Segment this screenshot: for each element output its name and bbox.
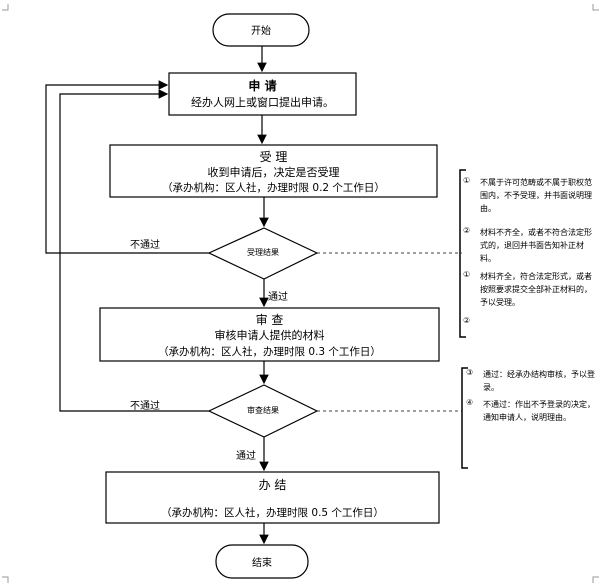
note1-item: ② 材料不齐全，或者不符合法定形式的，退回并书面告知补正材料。 xyxy=(463,226,597,270)
accept-desc: 收到申请后，决定是否受理 xyxy=(207,166,340,179)
note2-text: 通过：经承办结构审核，予以登录。 xyxy=(483,370,595,392)
apply-node: 申 请 经办人网上或窗口提出申请。 xyxy=(169,73,356,115)
review-desc: 审核申请人提供的材料 xyxy=(214,329,325,342)
finish-node: 办 结 （承办机构：区人社，办理时限 0.5 个工作日） xyxy=(106,472,439,523)
accept-agency: （承办机构：区人社，办理时限 0.2 个工作日） xyxy=(162,182,385,194)
note1-bracket xyxy=(459,169,466,338)
accept-decision-label: 受理结果 xyxy=(247,248,279,257)
note1-text: 材料齐全，符合法定形式，或者按照要求提交全部补正材料的，予以受理。 xyxy=(480,272,592,307)
apply-desc: 经办人网上或窗口提出申请。 xyxy=(191,96,334,109)
note1-item: ② xyxy=(463,316,471,325)
note1-item: ① 不属于许可范畴或不属于职权范围内，不予受理，并书面说明理由。 xyxy=(463,176,597,226)
note2-text: 不通过：作出不予登录的决定，通知申请人，说明理由。 xyxy=(483,400,595,422)
review-node: 审 查 审核申请人提供的材料 （承办机构：区人社，办理时限 0.3 个工作日） xyxy=(100,308,439,361)
finish-box xyxy=(105,471,440,524)
note1-item: ① 材料齐全，符合法定形式，或者按照要求提交全部补正材料的，予以受理。 xyxy=(463,270,597,316)
review-agency: （承办机构：区人社，办理时限 0.3 个工作日） xyxy=(158,346,381,358)
note2-bracket xyxy=(461,367,468,469)
end-label: 结束 xyxy=(252,558,272,569)
note2-panel: ③ 通过：经承办结构审核，予以登录。 ④ 不通过：作出不予登录的决定，通知申请人… xyxy=(466,368,598,442)
accept-title: 受 理 xyxy=(259,150,288,164)
fail-label-1: 不通过 xyxy=(130,240,160,251)
note1-panel: ① 不属于许可范畴或不属于职权范围内，不予受理，并书面说明理由。 ② 材料不齐全… xyxy=(463,176,597,330)
accept-node: 受 理 收到申请后，决定是否受理 （承办机构：区人社，办理时限 0.2 个工作日… xyxy=(110,145,437,197)
review-title: 审 查 xyxy=(255,313,284,327)
start-label: 开始 xyxy=(251,26,271,37)
end-terminal xyxy=(215,544,309,579)
note1-text: 不属于许可范畴或不属于职权范围内，不予受理，并书面说明理由。 xyxy=(480,178,592,213)
accept-box xyxy=(109,144,438,198)
note2-item: ④ 不通过：作出不予登录的决定，通知申请人，说明理由。 xyxy=(466,398,595,422)
note2-item: ③ 通过：经承办结构审核，予以登录。 xyxy=(466,368,595,392)
start-terminal xyxy=(212,13,310,47)
apply-title: 申 请 xyxy=(248,79,277,93)
pass-label-2: 通过 xyxy=(236,451,256,462)
fail-label-2: 不通过 xyxy=(130,401,160,412)
pass-label-1: 通过 xyxy=(268,292,288,303)
review-box xyxy=(99,307,440,362)
finish-title: 办 结 xyxy=(258,478,287,492)
note1-text: 材料不齐全，或者不符合法定形式的，退回并书面告知补正材料。 xyxy=(480,228,592,263)
finish-agency: （承办机构：区人社，办理时限 0.5 个工作日） xyxy=(161,507,384,519)
review-decision-label: 审查结果 xyxy=(247,406,279,415)
